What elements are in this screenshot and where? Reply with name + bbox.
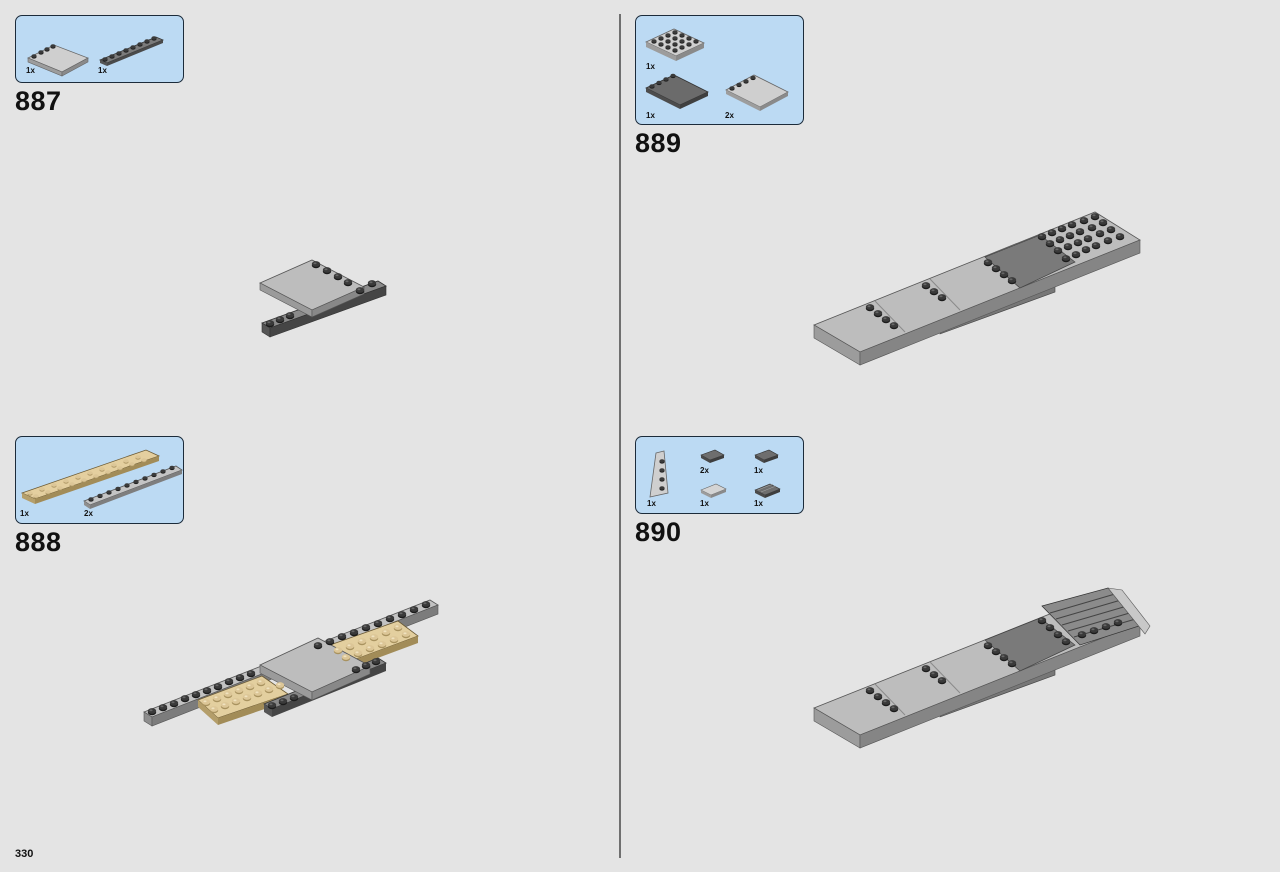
step-number: 887 xyxy=(15,86,62,116)
part-qty: 2x xyxy=(700,466,709,475)
part-qty: 1x xyxy=(754,499,763,508)
part-plate-2x10-tan xyxy=(20,449,161,504)
part-wedge-plate-light-gray xyxy=(649,450,669,498)
page-number: 330 xyxy=(15,848,34,860)
parts-callout-890: 1x 2x 1x 1x 1x xyxy=(635,436,804,514)
step-number: 890 xyxy=(635,517,682,547)
part-qty: 2x xyxy=(84,509,93,518)
part-plate-1x8-dark-gray xyxy=(98,36,165,66)
part-qty: 1x xyxy=(754,466,763,475)
part-tile-light-gray xyxy=(700,483,727,498)
part-tile-4x4-dark-gray xyxy=(645,73,709,109)
part-qty: 1x xyxy=(647,499,656,508)
step-number: 888 xyxy=(15,527,62,557)
part-plate-dark-gray-b xyxy=(754,449,779,463)
part-qty: 1x xyxy=(26,66,35,75)
part-qty: 1x xyxy=(700,499,709,508)
part-plate-dark-gray-a xyxy=(700,449,725,463)
part-qty: 2x xyxy=(725,111,734,120)
part-plate-1x10-light-gray xyxy=(83,465,183,509)
part-tile-4x4-light-gray xyxy=(725,74,789,111)
parts-callout-888: 1x 2x xyxy=(15,436,184,524)
step-number: 889 xyxy=(635,128,682,158)
part-grille-tile-dark-gray xyxy=(754,483,781,498)
part-qty: 1x xyxy=(646,111,655,120)
page-divider xyxy=(619,14,621,858)
part-plate-4x4-light-gray xyxy=(645,28,705,61)
parts-callout-887: 1x 1x xyxy=(15,15,184,83)
part-qty: 1x xyxy=(20,509,29,518)
part-qty: 1x xyxy=(646,62,655,71)
parts-callout-889: 1x 1x 2x xyxy=(635,15,804,125)
part-qty: 1x xyxy=(98,66,107,75)
part-tile-4x4-light-gray xyxy=(27,44,89,77)
